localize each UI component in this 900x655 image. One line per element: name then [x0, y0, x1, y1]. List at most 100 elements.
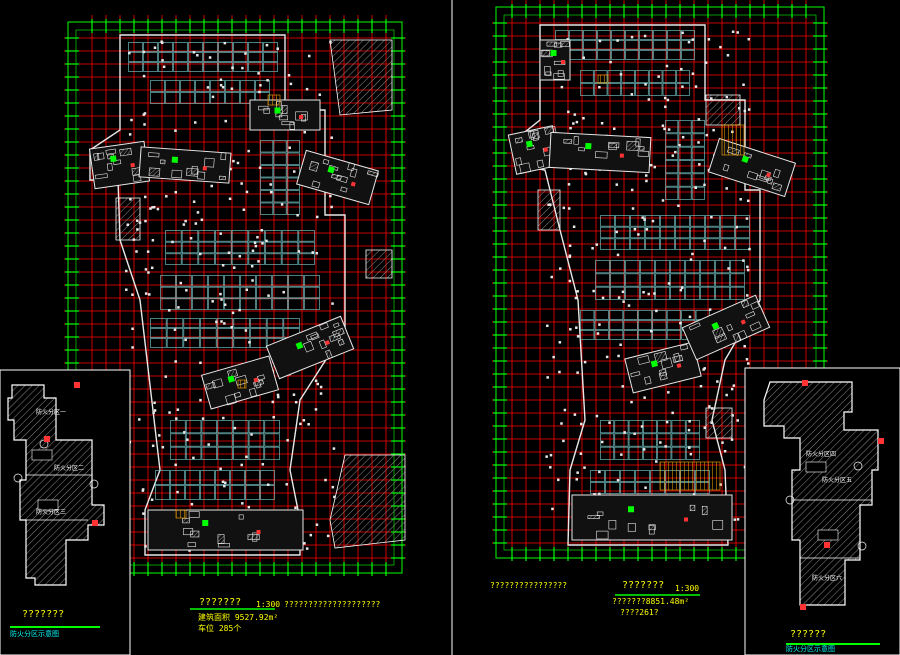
parking-space [620, 470, 635, 482]
structural-column [261, 242, 264, 245]
parking-space [691, 146, 705, 160]
parking-space [185, 485, 200, 500]
structural-column [647, 98, 651, 101]
parking-space [715, 286, 730, 300]
structural-column [307, 423, 310, 426]
structural-column [562, 206, 566, 210]
structural-column [165, 195, 168, 198]
parking-space [166, 318, 184, 328]
parking-space [160, 298, 176, 310]
structural-column [207, 443, 210, 446]
structural-column [688, 446, 691, 449]
parking-space [264, 446, 280, 460]
structural-column [630, 93, 634, 96]
structural-column [244, 52, 247, 55]
structural-column [314, 379, 318, 383]
parking-space [165, 241, 182, 254]
parking-space [260, 190, 274, 203]
structural-column [173, 328, 177, 331]
parking-space [281, 241, 299, 254]
structural-column [247, 149, 250, 153]
parking-space [264, 420, 280, 434]
structural-column [723, 449, 727, 453]
parking-space [730, 260, 745, 274]
parking-space [675, 238, 690, 250]
parking-space [143, 62, 158, 72]
structural-column [315, 215, 319, 219]
left-drawing-title: ??????? [199, 597, 242, 608]
structural-column [563, 408, 567, 412]
parking-space [260, 165, 274, 178]
structural-column [633, 432, 636, 435]
structural-column [131, 327, 134, 331]
left-drawing-scale: 1:300 [256, 600, 281, 609]
parking-space [691, 160, 705, 174]
parking-space [176, 286, 192, 299]
structural-column [667, 282, 671, 285]
structural-column [143, 123, 146, 126]
structural-column [721, 441, 724, 444]
structural-column [727, 267, 730, 270]
parking-space [248, 253, 265, 265]
structural-column [152, 205, 156, 209]
structural-column [576, 371, 579, 374]
structural-column [146, 250, 150, 253]
structural-column [575, 478, 578, 481]
structural-column [189, 236, 193, 240]
parking-space [671, 446, 686, 460]
parking-space [652, 320, 667, 330]
parking-space [681, 40, 695, 50]
parking-space [286, 202, 300, 215]
parking-space [609, 310, 624, 320]
parking-space [580, 83, 594, 96]
parking-space [623, 320, 638, 330]
structural-column [657, 75, 660, 78]
parking-space [265, 253, 282, 265]
parking-space [240, 80, 255, 92]
parking-space [600, 215, 615, 227]
structural-column [224, 119, 227, 123]
structural-column [725, 393, 728, 397]
left-parking-count: 车位 285个 [198, 624, 242, 633]
parking-space [690, 226, 705, 239]
structural-column [719, 483, 722, 486]
parking-space [150, 338, 167, 348]
structural-column [723, 246, 727, 250]
structural-column [616, 39, 619, 42]
parking-space [635, 470, 650, 482]
structural-column [747, 199, 750, 203]
structural-column [649, 329, 653, 333]
right-key-plan [744, 367, 900, 655]
structural-column [211, 300, 214, 303]
structural-column [176, 490, 179, 494]
residential-core [539, 39, 571, 81]
stair-icon [597, 74, 609, 84]
structural-column [600, 440, 604, 444]
parking-space [715, 273, 730, 287]
parking-space [233, 338, 250, 348]
parking-space [652, 310, 667, 320]
structural-column [199, 361, 202, 365]
structural-column [739, 198, 742, 201]
parking-space [600, 420, 615, 434]
parking-space [263, 62, 278, 72]
parking-space [224, 286, 240, 299]
right-drawing-scale: 1:300 [675, 584, 700, 593]
parking-space [273, 190, 287, 203]
structural-column [671, 411, 674, 415]
structural-column [748, 247, 751, 251]
structural-column [302, 419, 306, 422]
structural-column [142, 113, 146, 116]
parking-space [198, 241, 215, 254]
parking-space [260, 140, 274, 153]
structural-column [680, 67, 683, 71]
structural-column [736, 419, 739, 422]
parking-space [208, 298, 224, 310]
structural-column [303, 130, 306, 134]
structural-column [747, 37, 751, 41]
structural-column [174, 360, 177, 363]
structural-column [208, 56, 212, 59]
structural-column [650, 163, 653, 167]
parking-space [233, 328, 250, 338]
structural-column [731, 414, 734, 417]
